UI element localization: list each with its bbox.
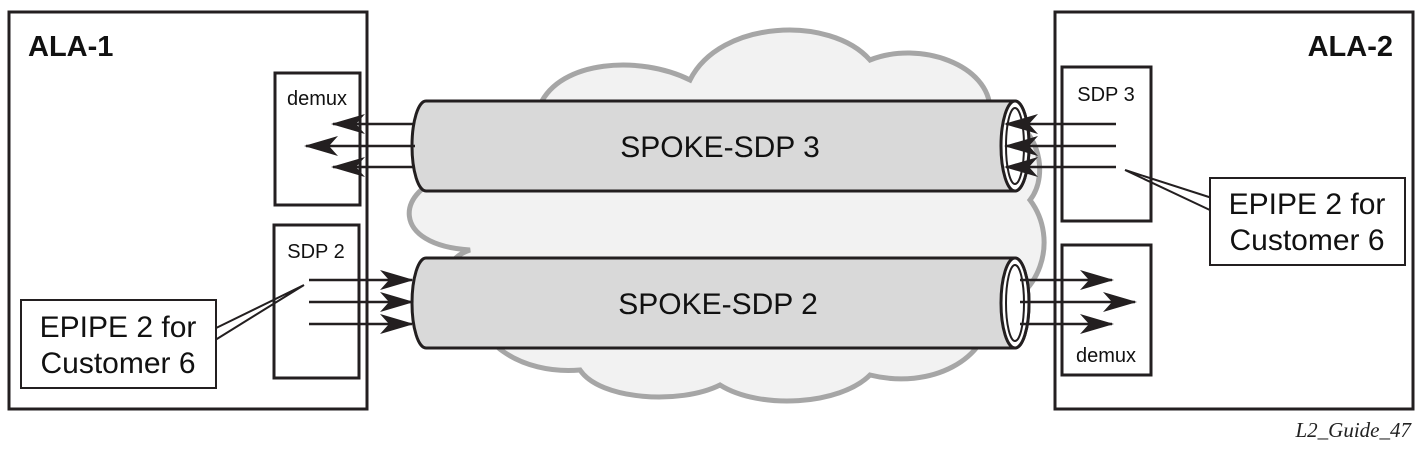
left-sdp2-label: SDP 2 — [287, 241, 344, 263]
spoke-sdp-3-label: SPOKE-SDP 3 — [620, 131, 820, 164]
spoke-sdp-3-traffic-arrows — [304, 114, 1116, 177]
right-demux-box: demux — [1060, 243, 1153, 377]
spoke-sdp-2-tunnel: SPOKE-SDP 2 — [410, 256, 1031, 350]
left-demux-label: demux — [287, 88, 347, 110]
figure-id-caption: L2_Guide_47 — [1295, 418, 1412, 442]
spoke-sdp-2-label: SPOKE-SDP 2 — [618, 288, 818, 321]
left-epipe-callout: EPIPE 2 for Customer 6 — [20, 284, 305, 389]
spoke-sdp-3-tunnel: SPOKE-SDP 3 — [410, 99, 1031, 193]
left-demux-box: demux — [273, 71, 362, 207]
right-callout-line-2: Customer 6 — [1229, 224, 1384, 257]
router-ala-2-label: ALA-2 — [1308, 31, 1393, 63]
right-sdp3-box: SDP 3 — [1060, 65, 1153, 223]
right-epipe-callout: EPIPE 2 for Customer 6 — [1124, 169, 1406, 266]
right-callout-line-1: EPIPE 2 for — [1229, 188, 1386, 221]
right-sdp3-label: SDP 3 — [1077, 84, 1134, 106]
spoke-sdp-2-traffic-arrows — [309, 270, 1137, 334]
right-demux-label: demux — [1076, 345, 1136, 367]
left-callout-line-1: EPIPE 2 for — [40, 311, 197, 344]
router-ala-1-label: ALA-1 — [28, 31, 113, 63]
left-callout-line-2: Customer 6 — [40, 347, 195, 380]
